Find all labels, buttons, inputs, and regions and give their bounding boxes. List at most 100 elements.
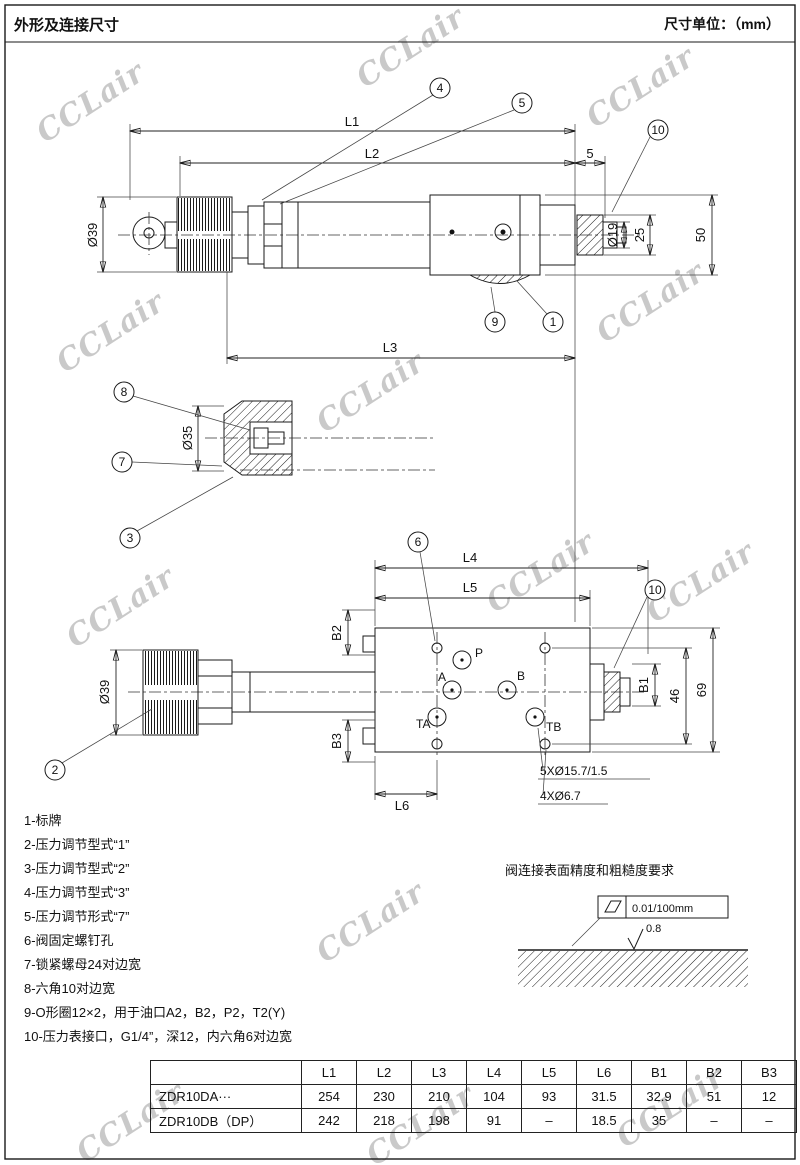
table-cell: – xyxy=(521,1108,577,1133)
table-cell: 32.9 xyxy=(631,1084,687,1109)
dim-l3: L3 xyxy=(383,340,397,355)
svg-text:1: 1 xyxy=(550,315,557,329)
table-cell: 93 xyxy=(521,1084,577,1109)
dim-d35: Ø35 xyxy=(180,426,195,451)
svg-text:3: 3 xyxy=(127,531,134,545)
unit-label: 尺寸单位：（mm） xyxy=(664,16,780,32)
callout-10-bottom: 10 xyxy=(613,579,666,669)
col-header: L5 xyxy=(521,1060,577,1085)
note-7: 7-锁紧螺母24对边宽 xyxy=(24,957,142,972)
callout-2: 2 xyxy=(44,708,153,781)
surface-requirement-title: 阀连接表面精度和粗糙度要求 xyxy=(505,863,675,878)
table-cell: 104 xyxy=(466,1084,522,1109)
note-9: 9-O形圈12×2，用于油口A2，B2，P2，T2(Y) xyxy=(24,1005,286,1020)
svg-text:7: 7 xyxy=(119,455,126,469)
svg-text:5: 5 xyxy=(519,96,526,110)
table-cell: 198 xyxy=(411,1108,467,1133)
dim-50: 50 xyxy=(693,228,708,242)
callout-4: 4 xyxy=(261,77,451,201)
callout-6: 6 xyxy=(407,531,436,642)
col-header: L4 xyxy=(466,1060,522,1085)
note-4: 4-压力调节型式“3” xyxy=(24,885,130,900)
table-cell: 51 xyxy=(686,1084,742,1109)
dim-b3: B3 xyxy=(329,733,344,749)
roughness-icon xyxy=(627,928,644,951)
col-header: L6 xyxy=(576,1060,632,1085)
dim-l6: L6 xyxy=(395,798,409,813)
dim-d19: Ø19 xyxy=(605,223,620,248)
svg-text:5XØ15.7/1.5: 5XØ15.7/1.5 xyxy=(540,764,608,778)
callout-3: 3 xyxy=(119,476,234,549)
svg-text:6: 6 xyxy=(415,535,422,549)
col-header: L2 xyxy=(356,1060,412,1085)
col-header: B3 xyxy=(741,1060,797,1085)
dim-d39-top: Ø39 xyxy=(85,223,100,248)
svg-text:4XØ6.7: 4XØ6.7 xyxy=(540,789,581,803)
dim-69: 69 xyxy=(694,683,709,697)
top-view: L1 L2 5 xyxy=(85,77,718,622)
port-tb-label: TB xyxy=(546,720,561,734)
port-ta-label: TA xyxy=(416,717,430,731)
col-header: L3 xyxy=(411,1060,467,1085)
table-row: ZDR10DA··· 254 230 210 104 93 31.5 32.9 … xyxy=(150,1084,797,1109)
svg-text:10: 10 xyxy=(651,123,665,137)
dim-l5: L5 xyxy=(463,580,477,595)
callout-10-top: 10 xyxy=(611,119,669,213)
bottom-view: L4 L5 P A B TA TB xyxy=(44,531,720,813)
dim-d39-bottom: Ø39 xyxy=(97,680,112,705)
note-6: 6-阀固定螺钉孔 xyxy=(24,933,114,948)
table-cell: 242 xyxy=(301,1108,357,1133)
note-8: 8-六角10对边宽 xyxy=(24,981,116,996)
svg-text:9: 9 xyxy=(492,315,499,329)
dim-l1: L1 xyxy=(345,114,359,129)
page-title: 外形及连接尺寸 xyxy=(14,17,120,34)
dim-5: 5 xyxy=(586,146,593,161)
table-cell: 31.5 xyxy=(576,1084,632,1109)
roughness-value: 0.8 xyxy=(646,923,661,935)
table-corner-cell xyxy=(150,1060,302,1085)
table-cell: – xyxy=(741,1108,797,1133)
table-cell: 254 xyxy=(301,1084,357,1109)
col-header: L1 xyxy=(301,1060,357,1085)
callout-1: 1 xyxy=(516,280,564,333)
dim-46: 46 xyxy=(667,689,682,703)
port-b-label: B xyxy=(517,669,525,683)
table-cell: 12 xyxy=(741,1084,797,1109)
table-cell: 18.5 xyxy=(576,1108,632,1133)
dim-l4: L4 xyxy=(463,550,477,565)
dim-25: 25 xyxy=(632,228,647,242)
port-p-label: P xyxy=(475,646,483,660)
dim-b2: B2 xyxy=(329,625,344,641)
svg-text:10: 10 xyxy=(648,583,662,597)
note-1: 1-标牌 xyxy=(24,813,62,828)
callout-5: 5 xyxy=(279,92,533,205)
table-cell: 35 xyxy=(631,1108,687,1133)
detail-view: Ø35 8 7 3 xyxy=(111,381,435,549)
dim-b1: B1 xyxy=(636,677,651,693)
dimension-table: L1 L2 L3 L4 L5 L6 B1 B2 B3 ZDR10DA··· 25… xyxy=(150,1060,797,1133)
flatness-value: 0.01/100mm xyxy=(632,903,693,915)
note-5: 5-压力调节形式“7” xyxy=(24,909,130,924)
hole-note-bolt: 4XØ6.7 xyxy=(538,749,608,805)
note-2: 2-压力调节型式“1” xyxy=(24,837,130,852)
table-row: ZDR10DB（DP） 242 218 198 91 – 18.5 35 – – xyxy=(150,1108,797,1133)
table-cell: 218 xyxy=(356,1108,412,1133)
callout-7: 7 xyxy=(111,451,223,473)
col-header: B2 xyxy=(686,1060,742,1085)
callout-8: 8 xyxy=(113,381,251,431)
model-name: ZDR10DA··· xyxy=(150,1084,302,1109)
table-cell: 230 xyxy=(356,1084,412,1109)
svg-text:8: 8 xyxy=(121,385,128,399)
svg-text:2: 2 xyxy=(52,763,59,777)
svg-text:4: 4 xyxy=(437,81,444,95)
page-frame xyxy=(4,4,796,1160)
table-cell: 91 xyxy=(466,1108,522,1133)
note-10: 10-压力表接口，G1/4”，深12，内六角6对边宽 xyxy=(24,1029,292,1044)
model-name: ZDR10DB（DP） xyxy=(150,1108,302,1133)
port-a-label: A xyxy=(438,670,446,684)
col-header: B1 xyxy=(631,1060,687,1085)
table-header-row: L1 L2 L3 L4 L5 L6 B1 B2 B3 xyxy=(150,1060,797,1085)
dim-l2: L2 xyxy=(365,146,379,161)
